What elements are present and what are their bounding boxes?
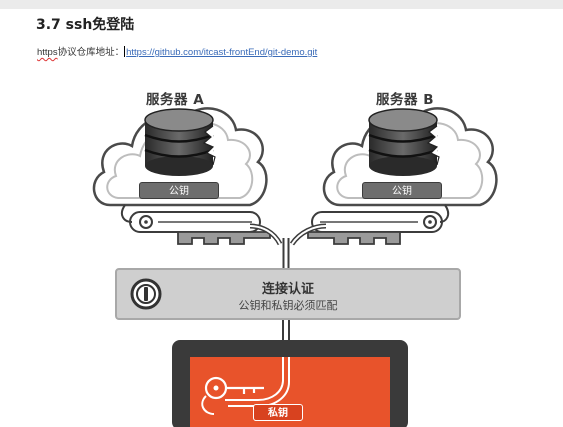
server-b-public-key-label: 公钥 <box>362 182 442 199</box>
section-heading: 3.7 ssh免登陆 <box>36 17 135 33</box>
power-icon <box>130 278 162 310</box>
repo-url-link[interactable]: https://github.com/itcast-frontEnd/git-d… <box>126 47 318 58</box>
server-b-title: 服务器 B <box>376 92 434 108</box>
private-key-label: 私钥 <box>253 404 303 421</box>
connection-auth-panel: 连接认证 公钥和私钥必须匹配 <box>115 268 461 320</box>
repo-label: 协议仓库地址： <box>57 47 125 58</box>
server-b-database-icon <box>368 108 440 176</box>
connection-subtitle: 公钥和私钥必须匹配 <box>238 299 338 312</box>
key-connector <box>177 223 401 268</box>
server-a-public-key-label: 公钥 <box>139 182 219 199</box>
client-machine <box>172 340 408 427</box>
https-label: https <box>37 47 58 58</box>
private-key-icon <box>201 376 264 415</box>
server-a-title: 服务器 A <box>146 92 205 108</box>
server-a-database-icon <box>144 108 216 176</box>
public-key-b-icon <box>311 211 443 233</box>
connection-title: 连接认证 <box>261 282 314 297</box>
top-bar <box>0 0 563 9</box>
key-b-lanyard <box>439 204 450 223</box>
repo-url-line: https协议仓库地址：https://github.com/itcast-fr… <box>37 44 317 58</box>
text-caret <box>124 46 126 57</box>
key-a-lanyard <box>121 204 133 223</box>
public-key-a-icon <box>129 211 261 233</box>
